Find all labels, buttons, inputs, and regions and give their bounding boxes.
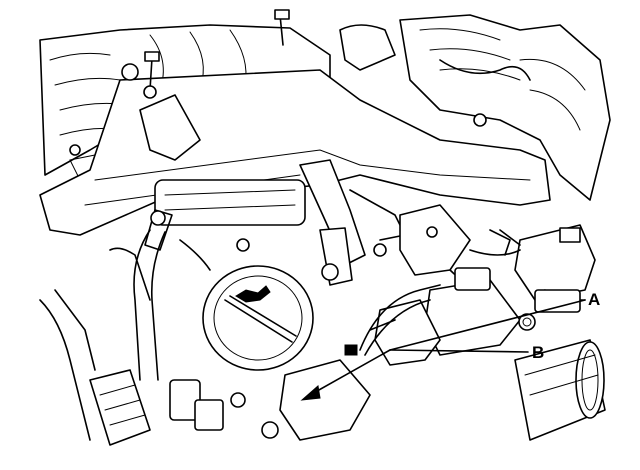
leader-b <box>389 349 529 353</box>
lower-left-connectors <box>39 289 246 446</box>
right-lower-pipe <box>514 339 606 441</box>
callout-a-label: A <box>588 290 600 309</box>
upper-right-components <box>339 14 611 201</box>
fuel-rail-beam <box>39 69 551 236</box>
direction-arrow-head <box>300 385 321 401</box>
direction-arrow-shaft <box>309 349 391 396</box>
callout-b-label: B <box>532 343 544 362</box>
wiring-harness <box>109 209 211 381</box>
bolt-b <box>518 313 536 331</box>
callout-leaders <box>300 299 586 401</box>
ignition-coils <box>261 204 596 441</box>
coil-harness <box>344 229 521 356</box>
oil-filler-cap <box>202 238 314 371</box>
top-bolts <box>121 9 290 99</box>
leader-a <box>389 299 586 351</box>
center-pipes <box>299 159 406 286</box>
